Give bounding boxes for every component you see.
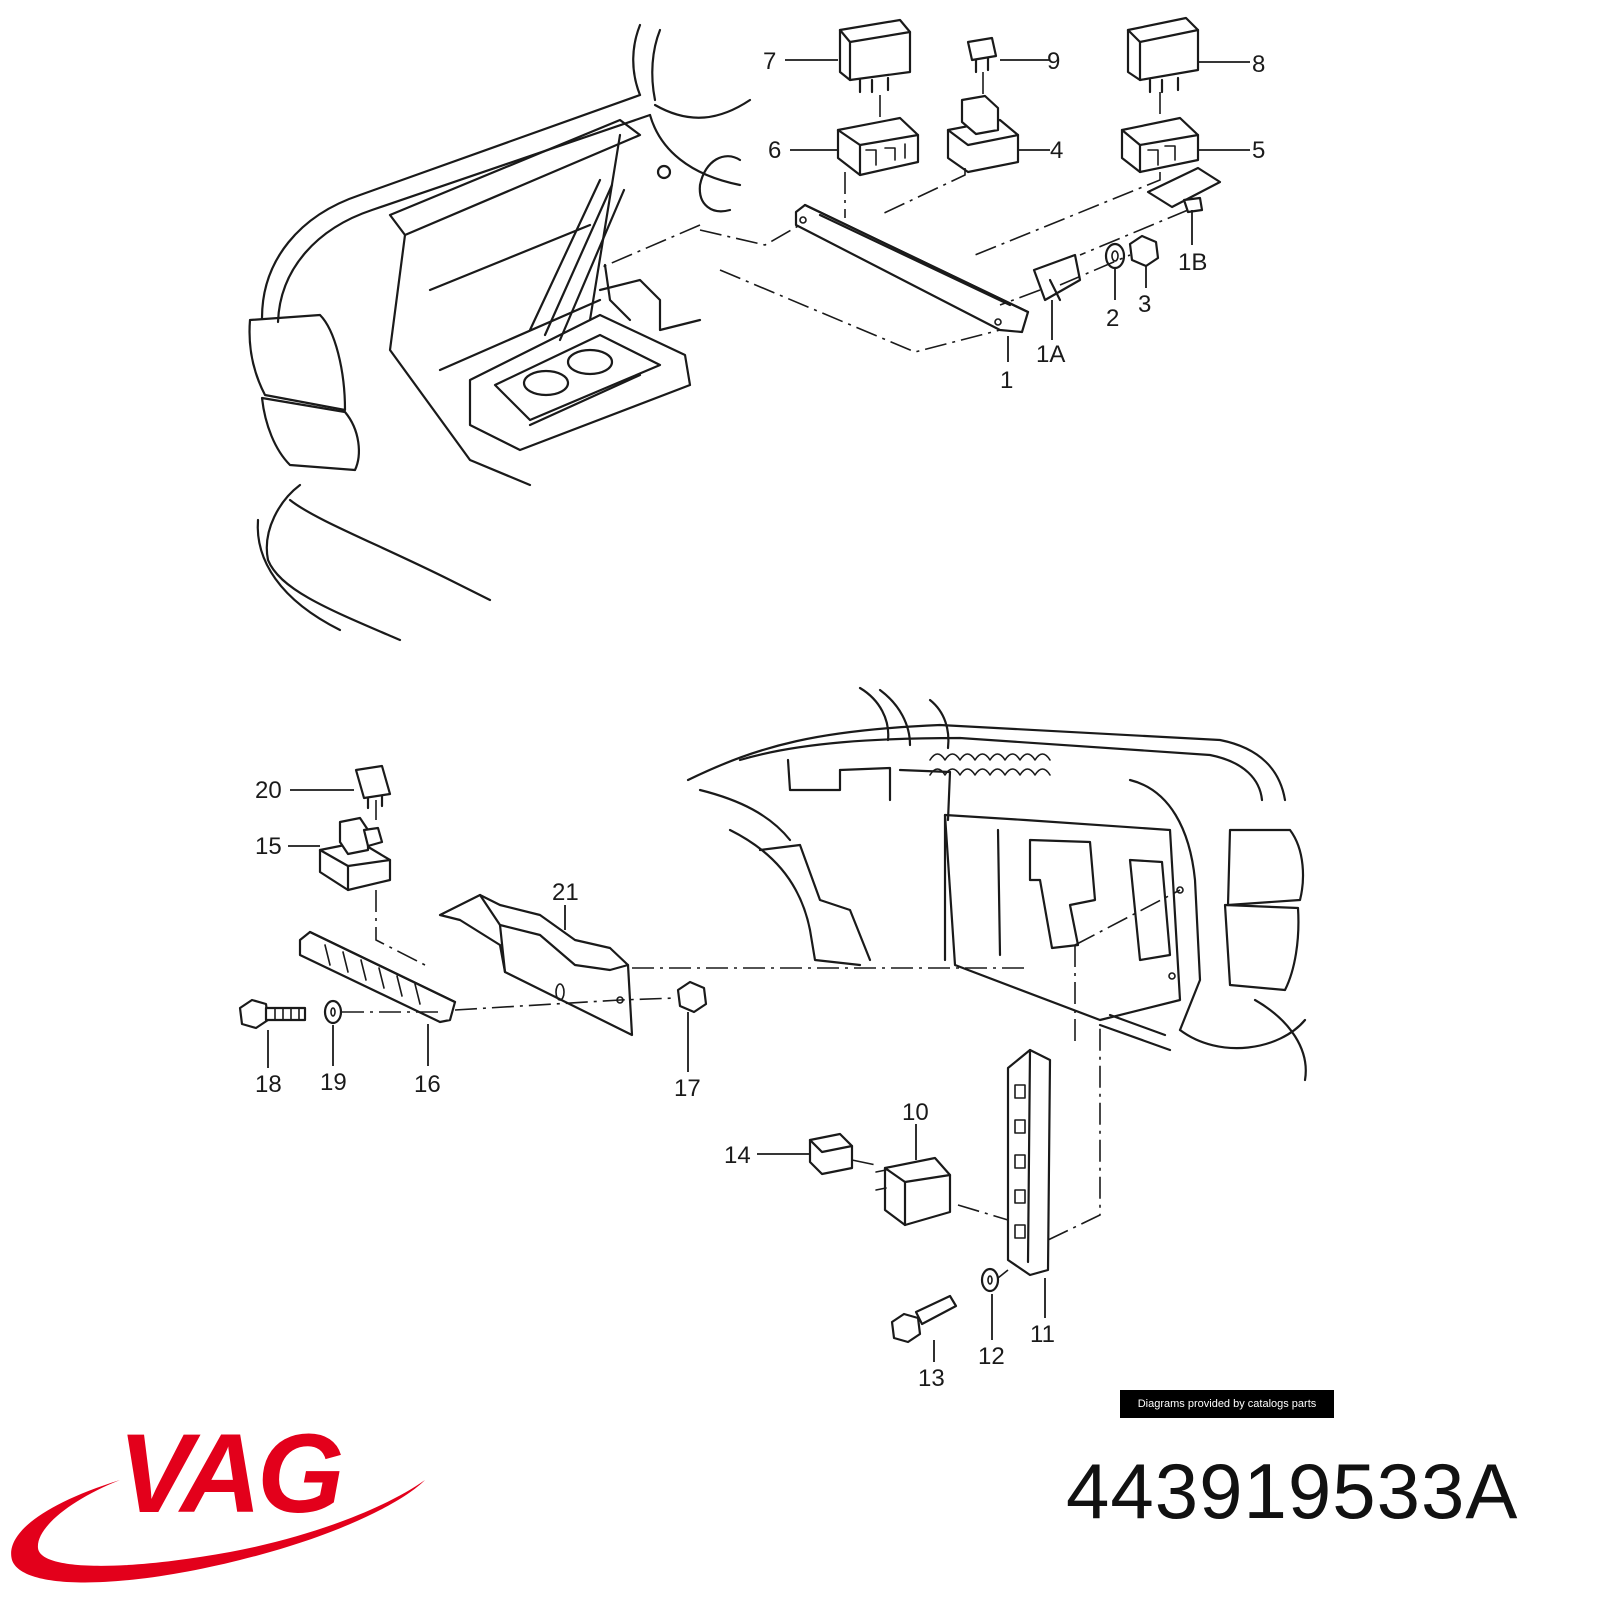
callout-14: 14 — [724, 1142, 751, 1169]
cover-plate-21 — [438, 893, 634, 1037]
callout-4: 4 — [1050, 137, 1063, 164]
relay-socket-6 — [836, 116, 920, 177]
callout-1A: 1A — [1036, 341, 1065, 368]
callout-20: 20 — [255, 777, 282, 804]
callout-9: 9 — [1047, 48, 1060, 75]
fuse-holder-4 — [946, 94, 1020, 174]
callout-1B: 1B — [1178, 249, 1207, 276]
callout-5: 5 — [1252, 137, 1265, 164]
fuse-holder-15 — [318, 816, 392, 892]
vag-logo: VAG — [11, 1411, 425, 1583]
callout-13: 13 — [918, 1365, 945, 1392]
callout-11: 11 — [1030, 1321, 1055, 1348]
diagram-credit-badge: Diagrams provided by catalogs parts — [1120, 1390, 1334, 1418]
nut-17 — [676, 980, 708, 1014]
washer-19 — [323, 999, 343, 1025]
callout-19: 19 — [320, 1069, 347, 1096]
fuse-carrier-11 — [1006, 1048, 1052, 1277]
bottom-car-body — [686, 686, 1307, 1082]
callout-1: 1 — [1000, 367, 1013, 394]
top-assembly-lines — [599, 72, 1189, 353]
relay-carrier — [794, 203, 1030, 334]
relay-socket-5 — [1120, 116, 1200, 174]
fuse-carrier-16 — [298, 930, 457, 1024]
callout-3: 3 — [1138, 291, 1151, 318]
top-leaders — [785, 59, 1250, 362]
callout-2: 2 — [1106, 305, 1119, 332]
bolt-18 — [238, 998, 307, 1030]
fuse-9 — [966, 36, 998, 74]
fuse-20 — [354, 764, 392, 810]
callout-8: 8 — [1252, 51, 1265, 78]
nut-3 — [1128, 234, 1160, 268]
callout-15: 15 — [255, 833, 282, 860]
callout-7: 7 — [763, 48, 776, 75]
callout-12: 12 — [978, 1343, 1005, 1370]
part-14 — [808, 1132, 854, 1176]
callout-18: 18 — [255, 1071, 282, 1098]
callout-6: 6 — [768, 137, 781, 164]
part-number: 443919533A — [1066, 1447, 1519, 1535]
bottom-leaders — [267, 789, 1046, 1362]
washer-12 — [980, 1267, 1000, 1293]
callout-labels: 7 9 8 6 4 5 1B 2 3 1A 1 20 15 21 18 19 1… — [255, 48, 1265, 1392]
bottom-assembly-lines — [342, 800, 1181, 1279]
logo-swoosh — [11, 1480, 425, 1583]
relay-10 — [875, 1156, 952, 1227]
part-1B — [1146, 166, 1222, 209]
relay-7 — [838, 18, 912, 94]
bolt-13 — [890, 1294, 958, 1344]
callout-17: 17 — [674, 1075, 701, 1102]
top-car-body — [248, 23, 752, 642]
callout-21: 21 — [552, 879, 579, 906]
logo-text: VAG — [118, 1411, 341, 1536]
callout-16: 16 — [414, 1071, 441, 1098]
carrier-bracket — [1032, 253, 1082, 302]
callout-10: 10 — [902, 1099, 929, 1126]
relay-8 — [1126, 16, 1200, 94]
